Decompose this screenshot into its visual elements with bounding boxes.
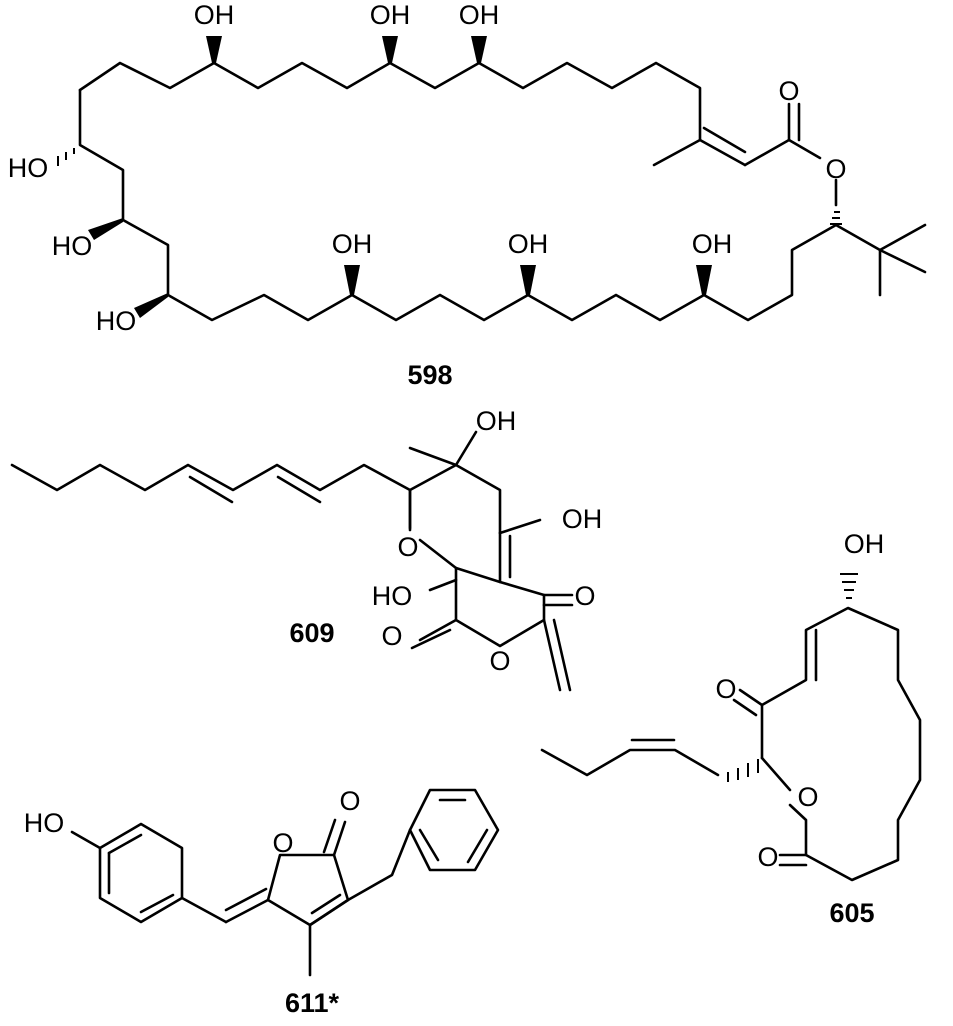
compound-598-structure: OH OH OH O O HO HO HO OH OH OH 598 (8, 0, 927, 390)
atom-label-o: O (574, 581, 595, 611)
atom-label-oh: OH (692, 229, 733, 259)
hashed-bond (830, 211, 842, 225)
atom-label-oh: OH (844, 529, 885, 559)
atom-label-o: O (272, 828, 293, 858)
atom-label-o: O (339, 786, 360, 816)
atom-label-oh: OH (476, 406, 517, 436)
atom-label-o: O (757, 842, 778, 872)
atom-label-ho: HO (52, 231, 93, 261)
atom-label-o: O (381, 621, 402, 651)
atom-label-oh: OH (370, 0, 411, 30)
compound-id: 598 (407, 360, 452, 390)
compound-id: 605 (829, 898, 874, 928)
atom-label-o: O (489, 646, 510, 676)
atom-label-ho: HO (24, 808, 65, 838)
compound-605-structure: OH O O O 605 (540, 529, 922, 928)
atom-label-oh: OH (459, 0, 500, 30)
atom-label-o: O (397, 532, 418, 562)
compound-id: 611* (285, 988, 340, 1018)
compound-609-structure: OH O OH HO O O O 609 (10, 406, 603, 692)
atom-label-oh: OH (508, 229, 549, 259)
atom-label-o: O (797, 782, 818, 812)
atom-label-o: O (778, 76, 799, 106)
compound-id: 609 (289, 618, 334, 648)
compound-611-structure: HO O O 611* (24, 786, 500, 1018)
atom-label-ho: HO (8, 153, 49, 183)
atom-label-oh: OH (194, 0, 235, 30)
atom-label-ho: HO (372, 581, 413, 611)
atom-label-o: O (825, 154, 846, 184)
atom-label-oh: OH (332, 229, 373, 259)
atom-label-ho: HO (96, 306, 137, 336)
atom-label-o: O (715, 674, 736, 704)
atom-label-oh: OH (562, 504, 603, 534)
